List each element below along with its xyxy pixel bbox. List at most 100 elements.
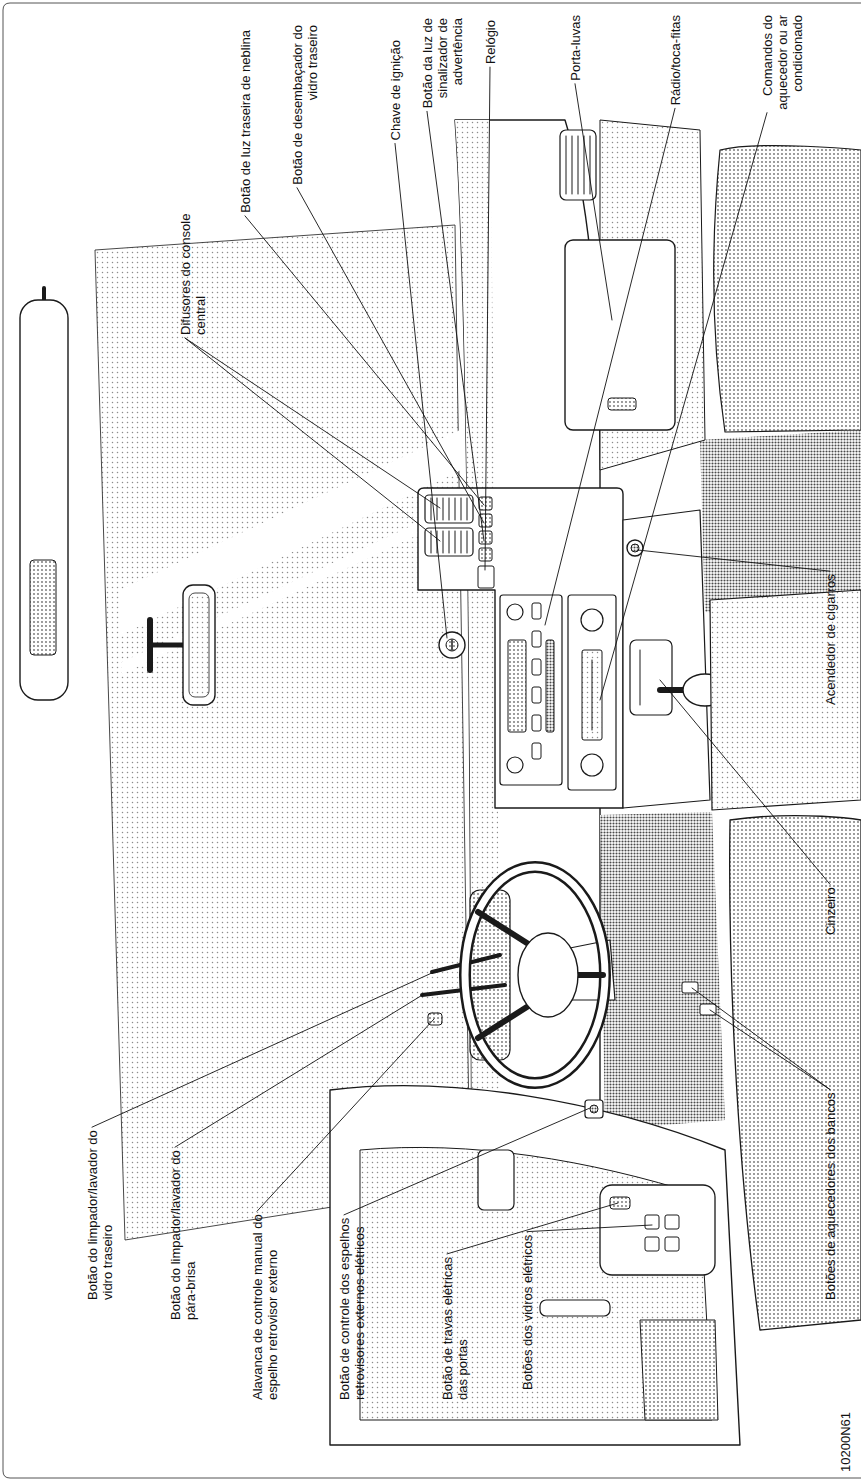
door-lock-button — [610, 1197, 630, 1209]
vent-slat — [443, 531, 444, 553]
label-box: Botão de controle dos espelhos retroviso… — [337, 1185, 367, 1400]
vent-slat — [467, 531, 468, 553]
label-box: Alavanca de controle manual do espelho r… — [250, 1185, 280, 1400]
door-handle — [540, 1300, 610, 1316]
part-label: 10200N61 — [838, 1412, 853, 1472]
label-box: Porta-luvas — [568, 15, 583, 105]
lighter-core — [631, 544, 639, 552]
mirror-joystick — [590, 1105, 598, 1113]
key-cylinder — [446, 639, 458, 651]
seat-heater-switch — [700, 1004, 716, 1015]
part-label: Botão de desembaçador do vidro traseiro — [290, 25, 320, 185]
passenger-seat — [714, 146, 861, 432]
page-frame — [3, 3, 861, 1478]
window-switch — [665, 1237, 679, 1251]
climate-knob — [581, 754, 603, 776]
glove-box — [565, 240, 675, 430]
mirror-glass — [189, 593, 209, 697]
door-pocket — [640, 1320, 718, 1420]
label-box: Botão do limpador/lavador do pára-brisa — [168, 1150, 198, 1320]
leader-line — [92, 972, 434, 1127]
mirror-stem — [150, 643, 185, 648]
vent-slat — [437, 498, 438, 520]
vent-slat — [467, 498, 468, 520]
driver-door — [330, 1086, 740, 1445]
center-stack — [418, 488, 623, 808]
leader-line — [660, 680, 830, 884]
leader-line — [297, 188, 484, 523]
cigarette-lighter — [627, 540, 643, 556]
climate-knob — [581, 609, 603, 631]
window-switch — [645, 1215, 659, 1229]
wheel-spoke — [575, 972, 603, 978]
seat-heater-switch — [682, 982, 698, 993]
window-switch — [665, 1215, 679, 1229]
center-vent — [425, 528, 473, 556]
part-label: Botão do limpador/lavador do pára-brisa — [168, 1150, 198, 1320]
label-box: Difusores do console central — [178, 200, 208, 335]
ashtray-line — [640, 650, 641, 705]
radio-tape — [500, 595, 562, 785]
vent-slat — [449, 498, 450, 520]
label-box: Acendedor de cigarros — [823, 545, 838, 705]
label-box: Cinzeiro — [823, 855, 838, 935]
label-box: 10200N61 — [838, 1412, 853, 1472]
label-box: Botão de travas elétricas das portas — [440, 1240, 470, 1400]
tape-slot — [546, 640, 554, 732]
part-label: Relógio — [483, 20, 498, 64]
vanity-mirror — [30, 560, 56, 655]
leader-line — [395, 143, 447, 638]
rearview-mirror — [183, 585, 215, 705]
radio-button — [532, 603, 541, 619]
sun-visor — [20, 300, 68, 700]
leader-line — [175, 994, 424, 1147]
key-slot — [451, 640, 453, 650]
part-label: Botão da luz de sinalizador de advertênc… — [420, 18, 465, 108]
leader-line — [527, 1225, 652, 1232]
leader-line — [485, 67, 490, 570]
ashtray — [630, 640, 672, 715]
part-label: Alavanca de controle manual do espelho r… — [250, 1214, 280, 1400]
center-console — [710, 590, 861, 810]
glove-latch — [608, 398, 636, 410]
vent-slat — [578, 136, 579, 194]
label-box: Relógio — [483, 20, 498, 95]
part-label: Comandos do aquecedor ou ar condicionado — [760, 15, 805, 110]
vent-slat — [455, 531, 456, 553]
glass-glare — [122, 502, 462, 674]
radio-button — [532, 631, 541, 647]
radio-button — [532, 743, 541, 759]
vent-slat — [449, 531, 450, 553]
leader-line — [692, 988, 830, 1090]
leader-line — [344, 1108, 590, 1215]
leader-line — [427, 111, 484, 541]
label-box: Botão do limpador/lavador do vidro trase… — [85, 1130, 115, 1300]
part-label: Botão do limpador/lavador do vidro trase… — [85, 1130, 115, 1300]
lower-console — [623, 510, 710, 808]
label-box: Botão de desembaçador do vidro traseiro — [290, 25, 320, 190]
steering-wheel-rim — [465, 867, 605, 1083]
label-box: Botão de luz traseira de neblina — [238, 30, 253, 250]
window-switch — [645, 1237, 659, 1251]
vent-slat — [572, 136, 573, 194]
leader-line — [185, 338, 440, 508]
slider-track — [592, 660, 593, 730]
part-label: Porta-luvas — [568, 15, 583, 81]
label-box: Comandos do aquecedor ou ar condicionado — [760, 15, 805, 135]
leader-line — [545, 108, 675, 625]
leader-line — [185, 338, 440, 541]
clock — [478, 566, 494, 588]
radio-button — [532, 715, 541, 731]
leader-line — [710, 1010, 830, 1090]
part-label: Cinzeiro — [823, 887, 838, 935]
radio-display — [508, 640, 526, 732]
floor-carpet — [600, 812, 725, 1130]
wheel-spoke — [478, 1005, 530, 1038]
label-box: Chave de ignição — [388, 40, 403, 160]
leader-line — [257, 1019, 434, 1211]
vent-slat — [461, 498, 462, 520]
air-vent — [560, 130, 596, 200]
part-label: Botão de controle dos espelhos retroviso… — [337, 1218, 367, 1400]
